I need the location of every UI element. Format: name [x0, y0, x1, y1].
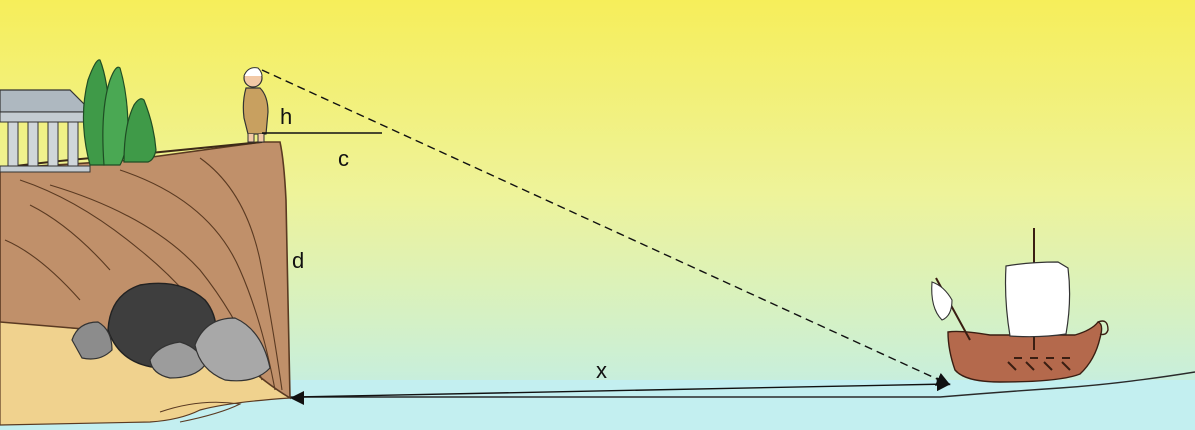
label-x: x: [596, 358, 607, 383]
label-d: d: [292, 248, 304, 273]
main-sail: [1006, 262, 1070, 337]
label-h: h: [280, 104, 292, 129]
label-c: c: [338, 146, 349, 171]
